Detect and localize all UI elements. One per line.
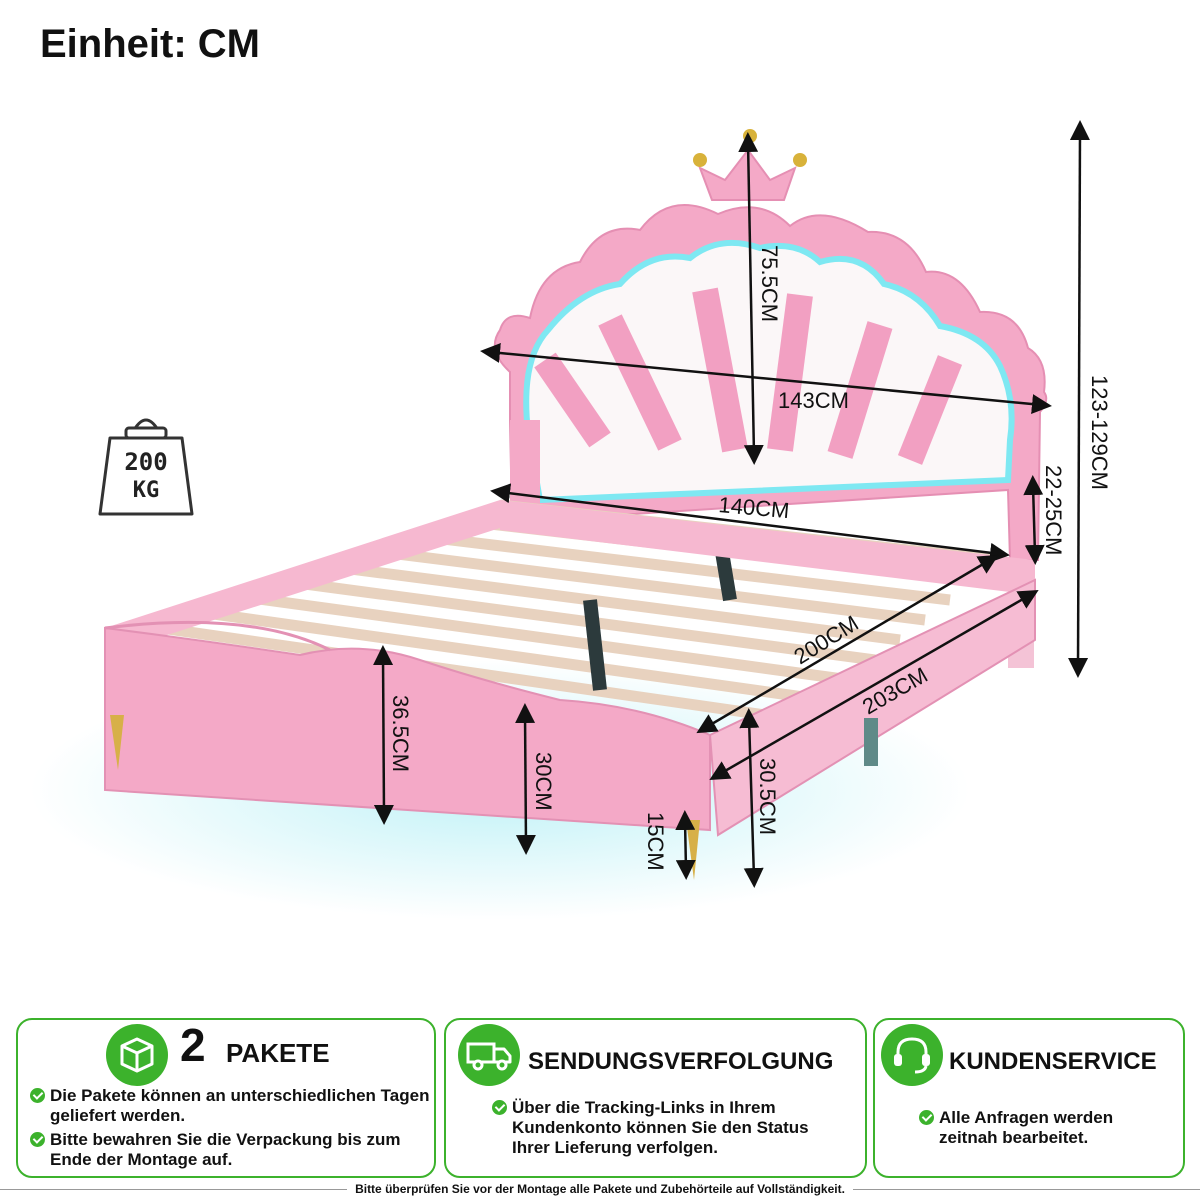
footer-note: Bitte überprüfen Sie vor der Montage all… [0, 1182, 1200, 1196]
bullet-packages-2: Bitte bewahren Sie die Verpackung bis zu… [30, 1130, 430, 1170]
dim-headboard-height: 75.5CM [757, 245, 782, 322]
bullet-packages-1: Die Pakete können an unterschiedlichen T… [30, 1086, 430, 1126]
dim-leg-height: 15CM [643, 812, 668, 871]
check-icon [492, 1100, 507, 1115]
weight-bag-icon [98, 418, 194, 516]
headset-icon [881, 1024, 943, 1086]
weight-value: 200 [124, 448, 168, 476]
unit-title: Einheit: CM [40, 22, 260, 66]
dim-total-height: 123-129CM [1087, 375, 1112, 490]
package-icon [106, 1024, 168, 1086]
dim-frame-height-side: 30.5CM [755, 758, 780, 835]
weight-badge: 200 KG [96, 410, 196, 520]
bullet-service-1: Alle Anfragen werden zeitnah bearbeitet. [919, 1108, 1169, 1148]
info-box-title-packages: PAKETE [226, 1038, 330, 1068]
check-icon [30, 1088, 45, 1103]
dim-headboard-width: 143CM [778, 388, 849, 413]
info-box-title-service: KUNDENSERVICE [949, 1048, 1157, 1075]
check-icon [30, 1132, 45, 1147]
check-icon [919, 1110, 934, 1125]
dim-frame-height-mid: 30CM [531, 752, 556, 811]
info-box-tracking: SENDUNGSVERFOLGUNG Über die Tracking-Lin… [444, 1018, 867, 1178]
weight-unit: KG [132, 478, 160, 503]
dim-side-clearance: 22-25CM [1041, 465, 1066, 555]
dim-frame-height-front: 36.5CM [388, 695, 413, 772]
package-count: 2 [180, 1019, 206, 1071]
dimension-lines [373, 120, 1090, 888]
delivery-truck-icon [458, 1024, 520, 1086]
bullet-tracking-1: Über die Tracking-Links in Ihrem Kundenk… [492, 1098, 822, 1158]
info-box-service: KUNDENSERVICE Alle Anfragen werden zeitn… [873, 1018, 1185, 1178]
bed-figure: 75.5CM 143CM 123-129CM 22-25CM 140CM 200… [30, 120, 1112, 920]
info-box-packages: 2 PAKETE Die Pakete können an unterschie… [16, 1018, 436, 1178]
info-box-title-tracking: SENDUNGSVERFOLGUNG [528, 1048, 834, 1075]
dim-inner-width: 140CM [718, 492, 791, 523]
